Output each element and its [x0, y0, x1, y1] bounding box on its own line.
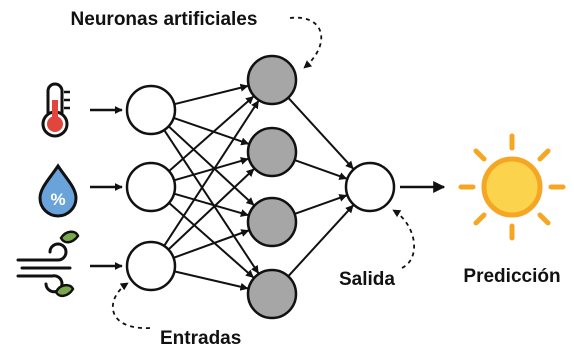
output-layer-label: Salida: [339, 269, 395, 290]
connection-arrow: [173, 192, 249, 217]
connection-arrow: [294, 194, 348, 215]
connection-arrow: [173, 116, 250, 146]
output-neuron: [344, 161, 396, 213]
input-neuron: [125, 84, 177, 136]
connection-arrow: [173, 157, 249, 182]
hidden-output-connections: [287, 97, 354, 277]
connection-arrow: [173, 229, 250, 259]
hidden-neuron: [246, 126, 298, 178]
callout-lines: [112, 16, 415, 329]
connection-arrow: [174, 270, 249, 291]
connection-arrow: [168, 95, 254, 172]
humidity-percent-glyph: %: [50, 190, 65, 209]
connection-arrow: [163, 100, 260, 247]
connection-arrow: [294, 159, 348, 180]
connection-arrow: [174, 83, 249, 106]
thermometer-icon: [41, 82, 70, 138]
hidden-neuron: [246, 268, 298, 320]
icon-to-input-arrows: [90, 106, 123, 270]
sun-icon: [458, 133, 566, 241]
connection-arrow: [167, 125, 255, 206]
hidden-neuron: [246, 196, 298, 248]
hidden-layer: [246, 54, 298, 320]
hidden-layer-label: Neuronas artificiales: [71, 9, 258, 30]
input-layer-label: Entradas: [160, 328, 241, 349]
input-hidden-connections: [163, 83, 260, 291]
input-neuron: [125, 161, 177, 213]
connection-arrow: [163, 129, 260, 274]
input-layer: [125, 84, 177, 292]
connection-arrow: [167, 168, 255, 251]
connection-arrow: [168, 202, 254, 279]
wind-leaves-icon: [16, 230, 80, 298]
connection-arrow: [287, 204, 354, 277]
prediction-label: Predicción: [463, 266, 560, 287]
input-neuron: [125, 240, 177, 292]
connection-arrow: [287, 97, 354, 170]
humidity-drop-icon: %: [38, 163, 78, 218]
hidden-neuron: [246, 54, 298, 106]
